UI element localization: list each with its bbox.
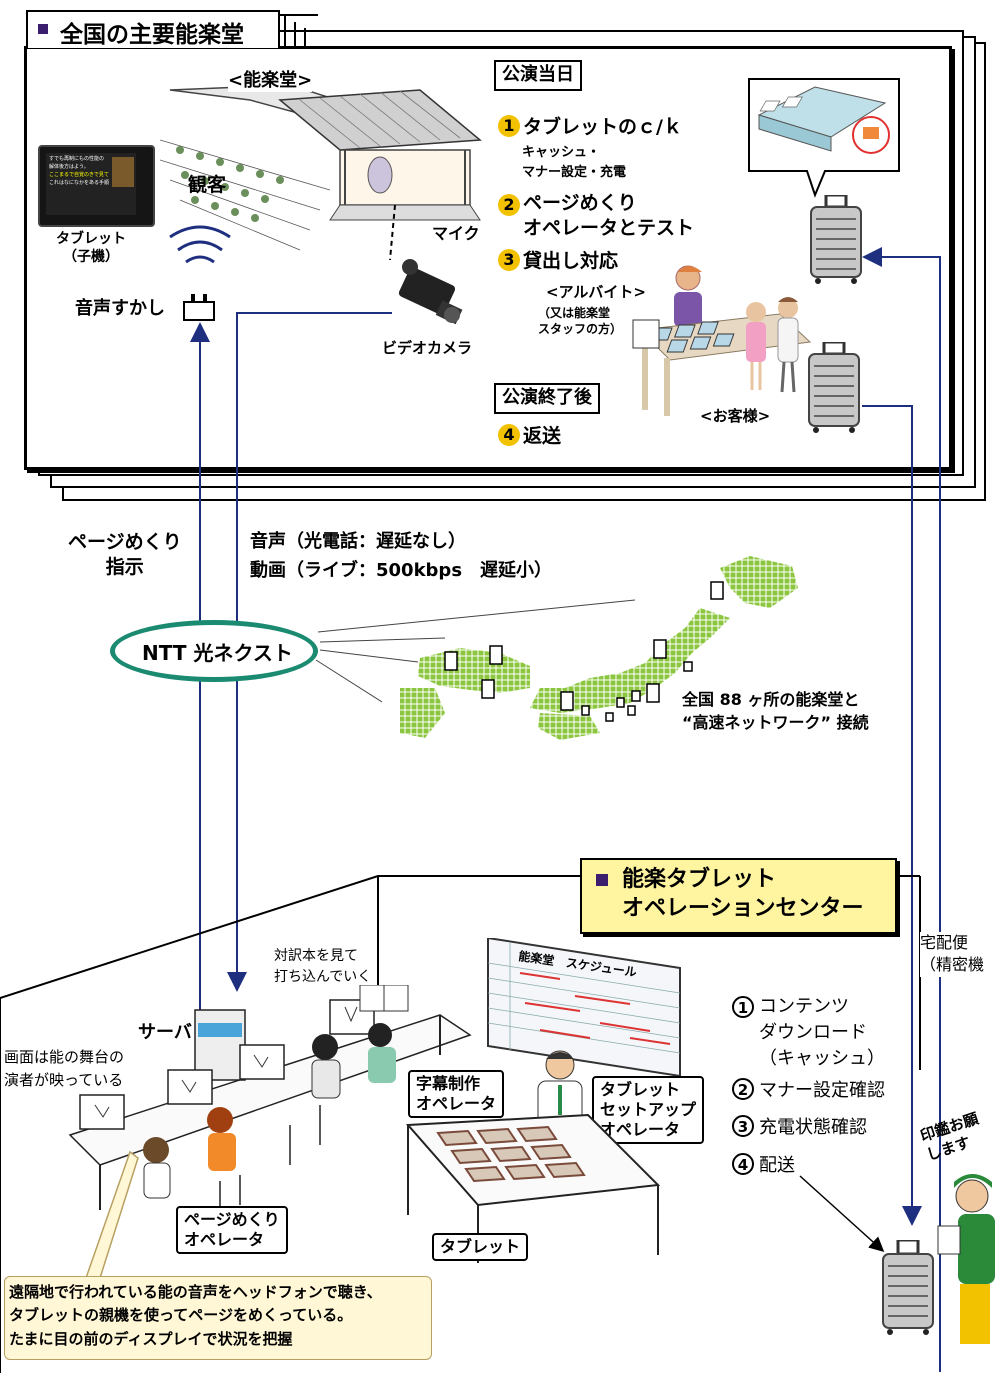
- delivery-person-illustration: [937, 1174, 995, 1344]
- perf-day-title: 公演当日: [494, 60, 582, 91]
- step-number: 3: [498, 248, 520, 271]
- step-1-sub: キャッシュ・ マナー設定・充電: [522, 145, 627, 180]
- delivery-label: 宅配便 （精密機: [920, 932, 985, 977]
- japan-caption: 全国 88 ヶ所の能楽堂と “高速ネットワーク” 接続: [682, 690, 869, 733]
- tablet-screen-line: すでも再制にもの性能の: [49, 156, 105, 162]
- top-title: 全国の主要能楽堂: [60, 22, 244, 48]
- video-camera-icon: [398, 259, 463, 325]
- title-square-icon: [38, 24, 48, 34]
- page-operator-label: ページめくり オペレータ: [176, 1206, 288, 1254]
- step-number: 2: [498, 194, 520, 216]
- center-title: 能楽タブレット オペレーションセンター: [622, 867, 864, 921]
- center-title-box: 能楽タブレット オペレーションセンター: [580, 858, 897, 934]
- parttime-sub: （又は能楽堂 スタッフの方）: [538, 306, 623, 337]
- task-text: 配送: [759, 1155, 795, 1176]
- task-text: 充電状態確認: [759, 1117, 867, 1138]
- audience-label: 観客: [188, 174, 227, 196]
- schedule-board: 能楽堂 スケジュール: [487, 938, 681, 1078]
- task-number: 1: [732, 996, 754, 1018]
- ntt-label: NTT 光ネクスト: [142, 641, 293, 665]
- remote-note: 遠隔地で行われている能の音声をヘッドフォンで聴き、 タブレットの親機を使ってペー…: [9, 1283, 382, 1348]
- speaker-plug-icon: [183, 294, 215, 321]
- suitcase-icon: [882, 1240, 934, 1335]
- step-number: 1: [498, 114, 520, 137]
- task-number: 3: [732, 1115, 754, 1137]
- media-line-video: 動画（ライブ：500kbps 遅延小）: [250, 560, 553, 581]
- mic-label: マイク: [432, 224, 480, 243]
- step-text: ページめくり オペレータとテスト: [523, 192, 695, 239]
- tab-edges: [278, 14, 318, 48]
- note-top: 対訳本を見て 打ち込んでいく: [274, 948, 372, 985]
- remote-note-box: 遠隔地で行われている能の音声をヘッドフォンで聴き、 タブレットの親機を使ってペー…: [4, 1276, 432, 1360]
- noh-figure-thumbnail: [112, 157, 134, 187]
- step-text: 返送: [523, 425, 562, 447]
- task-number: 4: [732, 1153, 754, 1175]
- rental-desk-illustration: [632, 265, 812, 416]
- note-pointer: [84, 1150, 139, 1279]
- tablet-screen-line: これはなになかをある手順: [49, 180, 110, 186]
- tablet-screen-line: 解体後方はよう。: [49, 164, 89, 170]
- ntt-network-node: [110, 620, 318, 682]
- suitcase-icon: [808, 342, 860, 433]
- task-number: 2: [732, 1078, 754, 1100]
- tablet-label: タブレット: [432, 1233, 529, 1261]
- parttime-label: <アルバイト>: [546, 283, 646, 301]
- tablet-child-label: タブレット （子機）: [56, 231, 126, 266]
- step-text: タブレットのｃ/ｋ: [523, 116, 682, 138]
- suitcase-icon: [810, 195, 862, 284]
- signal-waves-icon: [169, 225, 231, 264]
- tablet-table-illustration: [405, 1050, 661, 1263]
- title-square-icon: [596, 874, 608, 886]
- task-text: コンテンツ ダウンロード （キャッシュ）: [759, 996, 885, 1070]
- after-title: 公演終了後: [494, 383, 600, 414]
- subtitle-operator-label: 字幕制作 オペレータ: [408, 1070, 505, 1118]
- setup-operator-label: タブレット セットアップ オペレータ: [592, 1076, 705, 1144]
- customer-label: <お客様>: [700, 407, 771, 425]
- nohgakudo-illustration: [160, 84, 482, 260]
- page-instruction-label: ページめくり 指示: [68, 531, 182, 578]
- operator-desks-illustration: [68, 985, 472, 1211]
- task-text: マナー設定確認: [759, 1080, 885, 1101]
- server-label: サーバ: [138, 1022, 192, 1043]
- japan-map: [400, 556, 798, 740]
- nohgakudo-label: <能楽堂>: [228, 66, 313, 92]
- tablet-screen-line: ここまるで自覚のきで見て: [49, 172, 109, 178]
- step-text: 貸出し対応: [523, 250, 619, 272]
- top-title-tab: 全国の主要能楽堂: [26, 10, 280, 48]
- step-number: 4: [498, 423, 520, 446]
- media-line-audio: 音声（光電話：遅延なし）: [250, 531, 466, 552]
- camera-label: ビデオカメラ: [382, 339, 473, 357]
- watermark-label: 音声すかし: [75, 298, 165, 319]
- tablet-case-callout: [748, 78, 900, 198]
- tablet-child-device: すでも再制にもの性能の 解体後方はよう。 ここまるで自覚のきで見て これはなにな…: [38, 145, 155, 227]
- screen-note: 画面は能の舞台の 演者が映っている: [4, 1048, 125, 1089]
